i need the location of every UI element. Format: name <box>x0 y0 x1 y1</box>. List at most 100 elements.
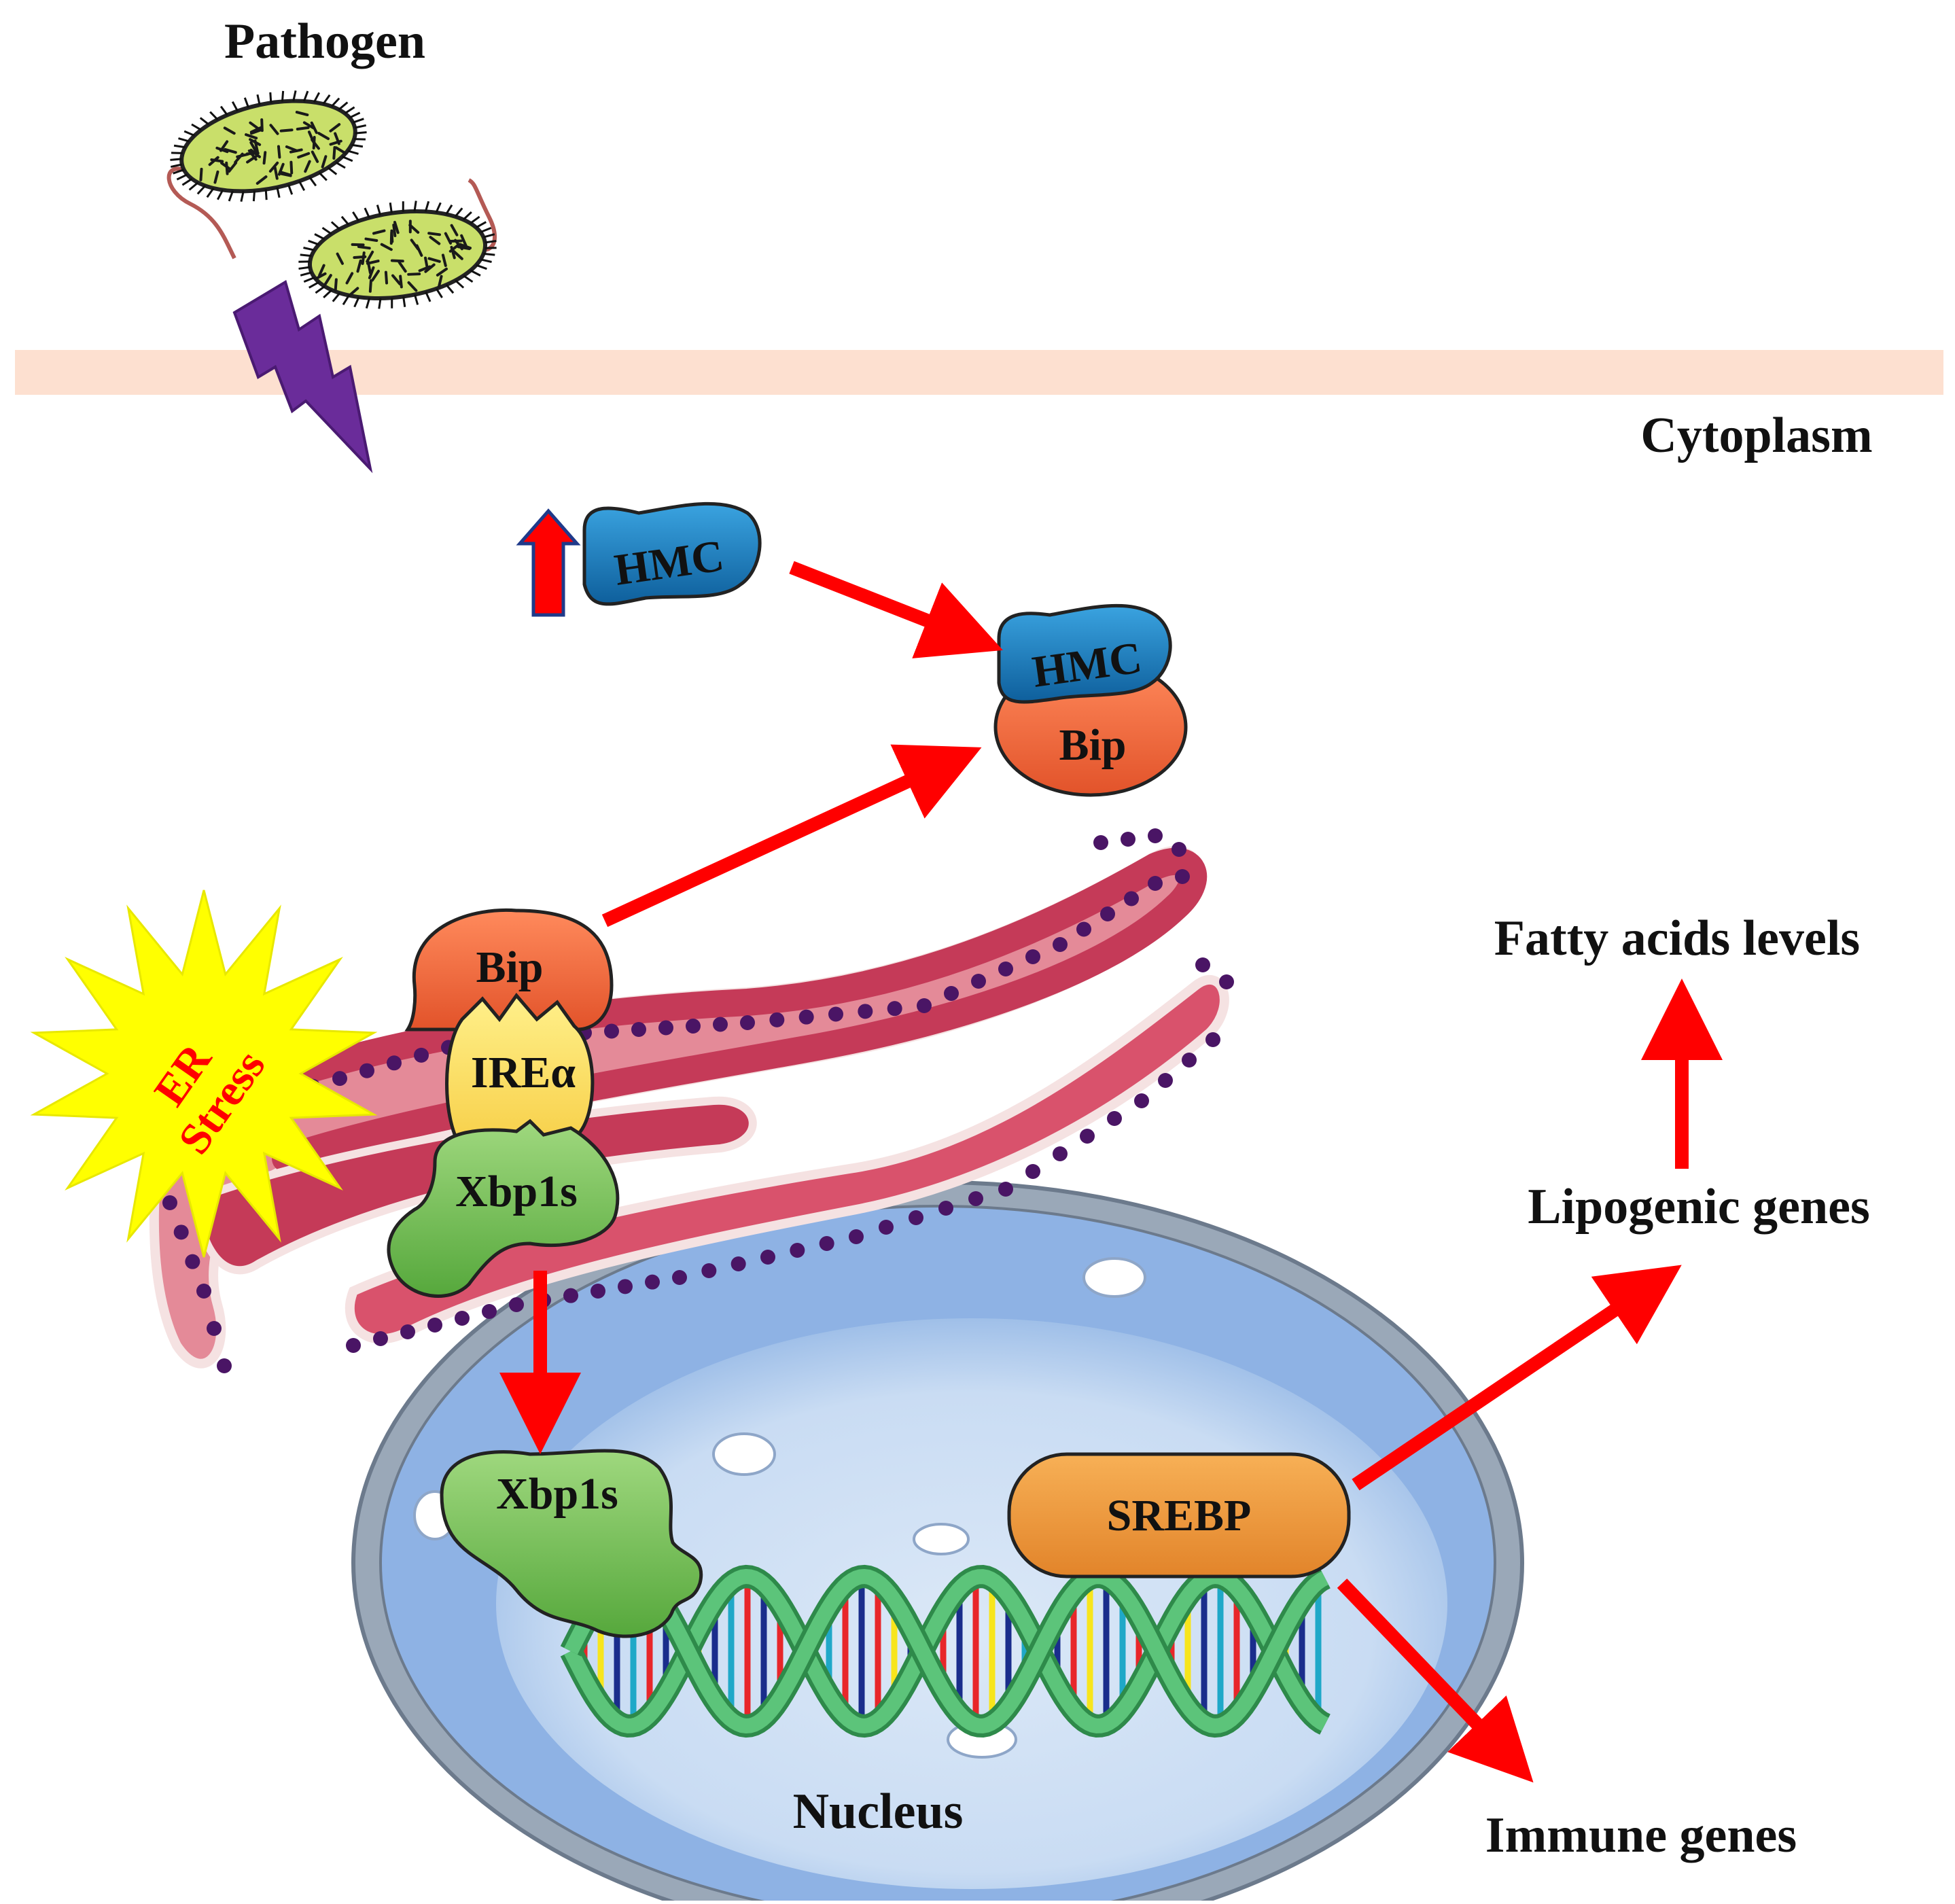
ribosome-dot <box>509 1297 524 1312</box>
ribosome-dot <box>998 1182 1013 1197</box>
ribosome-dot <box>1158 1073 1173 1088</box>
ribosome-dot <box>604 1023 619 1039</box>
ribosome-dot <box>1124 891 1139 906</box>
nucleus-label: Nucleus <box>793 1784 964 1839</box>
ribosome-dot <box>658 1020 673 1036</box>
ribosome-dot <box>591 1284 605 1299</box>
dna-backbone-highlight <box>564 1568 1329 1734</box>
ribosome-dot <box>1100 906 1115 921</box>
bacterium-texture <box>298 200 497 309</box>
ribosome-dot <box>346 1338 361 1353</box>
arrow-bip-to-complex <box>601 744 982 928</box>
ribosome-dot <box>185 1254 200 1269</box>
hmc-protein-free: HMC <box>582 501 762 606</box>
bip-er-label: Bip <box>476 942 543 992</box>
pathogen-label: Pathogen <box>224 14 425 69</box>
ribosome-dot <box>1134 1093 1149 1108</box>
srebp-label: SREBP <box>1107 1491 1252 1540</box>
ribosome-dot <box>730 1256 746 1271</box>
ribosome-dot <box>971 974 986 989</box>
ribosome-dot <box>879 1220 894 1235</box>
xbp1s-protein-er: Xbp1s <box>387 1118 620 1298</box>
ribosome-dot <box>819 1236 834 1251</box>
srebp-protein: SREBP <box>1007 1452 1351 1579</box>
arrow-srebp-to-immune <box>1337 1579 1534 1783</box>
ribosome-dot <box>645 1274 660 1290</box>
bip-complex-label: Bip <box>1059 720 1126 770</box>
bacterium-texture <box>170 90 367 202</box>
ribosome-dot <box>1182 1053 1197 1068</box>
ribosome-dot <box>631 1022 646 1037</box>
ribosome-dot <box>207 1321 222 1336</box>
ribosome-dot <box>455 1311 470 1326</box>
ribosome-dot <box>1080 1129 1095 1144</box>
ribosome-dot <box>769 1012 785 1027</box>
ribosome-dot <box>1172 842 1186 857</box>
hmc-bip-complex: Bip HMC <box>993 603 1188 797</box>
ribosome-dot <box>1053 937 1068 952</box>
ribosome-dot <box>998 962 1013 976</box>
ribosome-dot <box>944 986 959 1001</box>
ribosome-dot <box>359 1063 374 1078</box>
up-arrow-icon <box>516 508 581 617</box>
ribosome-dot <box>1025 949 1040 964</box>
ribosome-dot <box>173 1224 189 1240</box>
xbp1s-protein-nucleus: Xbp1s <box>440 1449 703 1638</box>
ribosome-dot <box>909 1210 923 1225</box>
fatty-acids-label: Fatty acids levels <box>1494 911 1860 966</box>
ribosome-dot <box>740 1015 755 1030</box>
arrow-hmc-to-complex <box>789 561 1003 658</box>
xbp1s-er-label: Xbp1s <box>455 1167 578 1216</box>
ribosome-dot <box>713 1017 728 1032</box>
pathway-arrows <box>499 561 1723 1783</box>
ribosome-dot <box>686 1019 701 1034</box>
ribosome-dot <box>1121 832 1135 847</box>
ribosome-dot <box>917 998 932 1013</box>
ribosome-dot <box>790 1243 805 1258</box>
starburst-icon: ER Stress <box>30 889 378 1258</box>
bip-protein-er: Bip <box>404 908 614 1032</box>
ribosome-dot <box>1107 1111 1122 1126</box>
ribosome-dot <box>196 1284 211 1299</box>
ribosome-dot <box>858 1004 873 1019</box>
ribosome-dot <box>618 1279 633 1294</box>
xbp1s-nucleus-label: Xbp1s <box>496 1469 618 1519</box>
ribosome-dot <box>414 1047 429 1063</box>
dna-backbone-highlight <box>564 1568 1329 1734</box>
ribosome-dot <box>1093 835 1108 850</box>
ribosome-dot <box>482 1304 497 1319</box>
ribosome-dot <box>798 1009 814 1025</box>
ribosome-dot <box>849 1229 864 1244</box>
ribosome-dot <box>1148 876 1163 891</box>
ribosome-dot <box>400 1324 415 1339</box>
ribosome-dot <box>938 1201 953 1216</box>
ribosome-dot <box>968 1191 983 1206</box>
ribosome-dot <box>1148 828 1163 843</box>
ribosome-dot <box>760 1250 775 1265</box>
ribosome-dot <box>887 1001 902 1017</box>
lipogenic-genes-label: Lipogenic genes <box>1528 1179 1870 1235</box>
ribosome-dot <box>1053 1146 1068 1161</box>
ribosome-dot <box>427 1318 442 1333</box>
ribosome-dot <box>1205 1032 1220 1047</box>
ribosome-dot <box>563 1288 578 1303</box>
ribosome-dot <box>672 1270 687 1285</box>
ire-alpha-protein: IREα <box>445 992 595 1150</box>
ribosome-dot <box>1076 921 1091 937</box>
ribosome-dot <box>1025 1164 1040 1179</box>
ribosome-dot <box>387 1055 402 1071</box>
ribosome-dot <box>1195 957 1210 972</box>
ribosome-dot <box>701 1263 717 1278</box>
ribosome-dot <box>162 1195 177 1210</box>
cytoplasm-label: Cytoplasm <box>1640 408 1872 463</box>
ribosome-dot <box>1219 974 1234 989</box>
lightning-bolt-icon <box>232 279 373 474</box>
ribosome-dot <box>332 1071 347 1087</box>
ribosome-dot <box>217 1358 232 1373</box>
ribosome-dot <box>1175 869 1190 884</box>
bacterium-texture <box>170 90 497 309</box>
ribosome-dot <box>828 1006 843 1022</box>
ire-label: IREα <box>471 1048 576 1097</box>
immune-genes-label: Immune genes <box>1485 1808 1797 1863</box>
